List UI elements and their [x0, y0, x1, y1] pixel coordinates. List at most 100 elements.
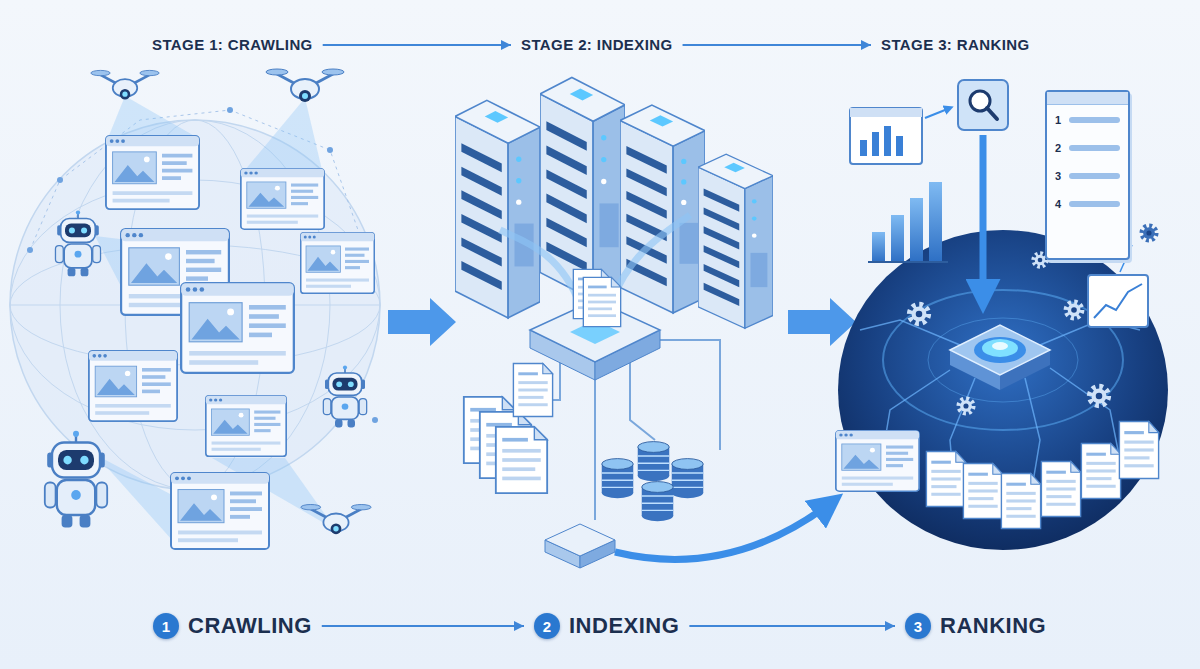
- ranked-result-pages: [836, 431, 919, 491]
- chart-window: [850, 108, 950, 164]
- line-chart-window: [1094, 284, 1142, 318]
- result-line: [1069, 117, 1120, 123]
- globe-network: [372, 417, 378, 423]
- web-pages: [171, 473, 269, 549]
- chart-window: [850, 108, 922, 164]
- chart-window: [925, 108, 950, 118]
- stage-title: STAGE 3: RANKING: [881, 36, 1030, 53]
- index-servers: [455, 77, 773, 328]
- bar-chart: [868, 182, 948, 262]
- bar-chart: [891, 215, 904, 262]
- ranking-gears: [959, 399, 974, 414]
- index-servers: [455, 100, 540, 318]
- page-header-bar: [1047, 92, 1128, 105]
- stage-heading: STAGE 3: RANKING: [871, 32, 1040, 58]
- database-stacks: [642, 482, 674, 522]
- ranking-platform: [928, 318, 1078, 402]
- ranked-result-pages: [1001, 474, 1040, 529]
- globe-network: [57, 177, 63, 183]
- result-line: [1069, 145, 1120, 151]
- step-number: 2: [534, 613, 560, 639]
- ranking-platform: [838, 230, 1168, 550]
- web-pages: [89, 136, 374, 549]
- index-platform: [530, 269, 660, 380]
- index-base: [545, 524, 615, 568]
- index-servers: [698, 154, 773, 328]
- ranking-chip: [950, 325, 1050, 390]
- step-name: CRAWLING: [188, 613, 312, 639]
- database-stacks: [602, 459, 634, 499]
- crawler-robots: [45, 431, 107, 528]
- step-label: 3 RANKING: [895, 609, 1056, 643]
- data-flows: [660, 340, 720, 450]
- bar-chart: [910, 198, 923, 262]
- result-row: 4: [1055, 198, 1120, 210]
- result-row: 1: [1055, 114, 1120, 126]
- document-stack: [513, 363, 552, 416]
- flow-arrow-art: [788, 298, 856, 346]
- ranking-gears: [1142, 226, 1157, 241]
- stage-title: STAGE 2: INDEXING: [521, 36, 673, 53]
- result-row: 2: [1055, 142, 1120, 154]
- chart-window: [896, 136, 903, 156]
- flow-arrow-art: [388, 298, 456, 346]
- data-flows: [630, 355, 655, 440]
- ranking-gears: [1066, 302, 1082, 318]
- ranking-chip: [992, 342, 1008, 350]
- flow-arrow-art: [615, 502, 832, 559]
- globe-network: [10, 120, 380, 490]
- web-pages: [181, 283, 294, 373]
- scan-beams: [108, 96, 198, 138]
- globe-network: [227, 107, 233, 113]
- step-name: INDEXING: [569, 613, 679, 639]
- result-row: 3: [1055, 170, 1120, 182]
- crawler-robots: [323, 365, 366, 427]
- index-servers: [540, 77, 625, 299]
- ranked-result-pages: [963, 464, 1002, 519]
- step-label: 2 INDEXING: [524, 609, 689, 643]
- web-pages: [241, 169, 324, 229]
- step-number: 3: [905, 613, 931, 639]
- ranking-chip: [950, 325, 1050, 375]
- step-number: 1: [153, 613, 179, 639]
- crawler-robots: [45, 210, 367, 527]
- bar-chart: [929, 182, 942, 262]
- document-stack: [464, 363, 553, 493]
- ranking-chip: [982, 339, 1018, 357]
- web-pages: [106, 136, 199, 209]
- index-base: [545, 524, 615, 556]
- step-name: RANKING: [940, 613, 1046, 639]
- flow-arrow: [689, 625, 895, 627]
- scan-beams: [245, 98, 322, 170]
- data-flows: [500, 230, 580, 305]
- stage-heading: STAGE 2: INDEXING: [511, 32, 683, 58]
- stage-title: STAGE 1: CRAWLING: [152, 36, 313, 53]
- search-query-box: [980, 135, 987, 300]
- flow-arrow: [323, 44, 511, 46]
- web-pages: [206, 396, 286, 456]
- search-query-box: [958, 80, 1008, 300]
- flow-arrow-art: [615, 298, 856, 559]
- index-servers: [620, 105, 705, 313]
- globe-network: [27, 247, 33, 253]
- chart-window: [884, 126, 891, 156]
- ranked-results-page: 1 2 3 4: [1045, 90, 1130, 260]
- database-stacks: [602, 442, 704, 522]
- crawler-robots: [55, 210, 100, 276]
- search-query-box: [958, 80, 1008, 130]
- flow-arrow: [683, 44, 871, 46]
- chart-window: [850, 108, 922, 117]
- stage-heading: STAGE 1: CRAWLING: [142, 32, 323, 58]
- step-label: 1 CRAWLING: [143, 609, 322, 643]
- ranked-result-pages: [836, 422, 1159, 529]
- document-stack: [496, 427, 547, 493]
- rank-number: 3: [1055, 170, 1063, 182]
- crawler-drones: [91, 70, 159, 99]
- rank-number: 4: [1055, 198, 1063, 210]
- result-line: [1069, 201, 1120, 207]
- data-flows: [610, 215, 690, 305]
- ranking-gears: [1090, 387, 1109, 406]
